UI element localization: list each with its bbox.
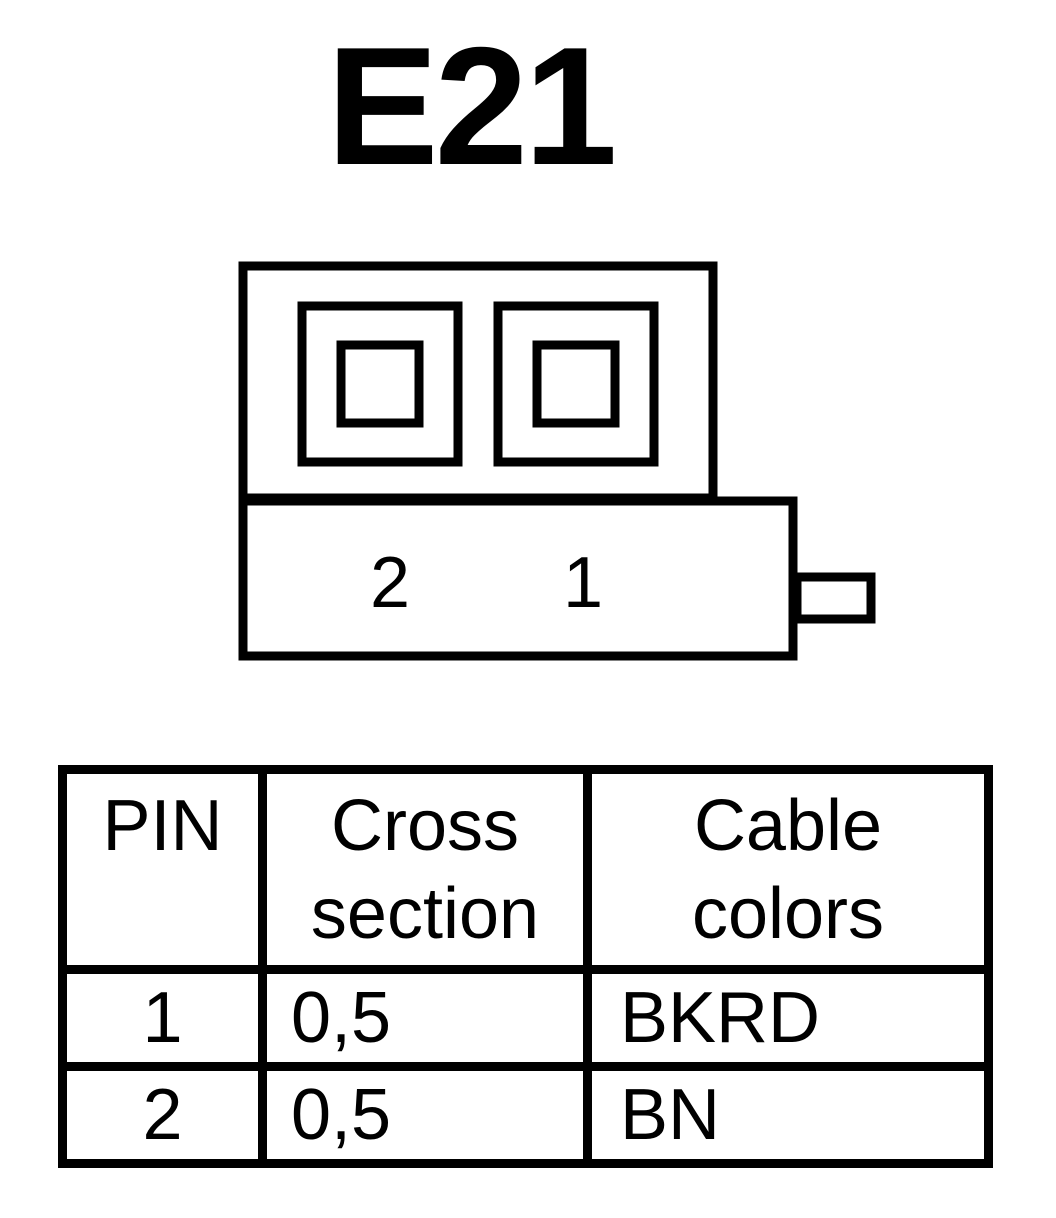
pin-cavity-2-inner xyxy=(336,340,424,428)
cell-pin: 1 xyxy=(58,965,267,1071)
cell-cross-section: 0,5 xyxy=(258,965,592,1071)
connector-latch xyxy=(792,572,876,624)
pin-cavity-1-inner xyxy=(532,340,620,428)
table-row: 1 0,5 BKRD xyxy=(58,965,993,1071)
table-header-row: PIN Cross section Cable colors xyxy=(58,765,993,974)
header-cross-section: Cross section xyxy=(258,765,592,974)
cell-pin: 2 xyxy=(58,1062,267,1168)
pin-label-2: 2 xyxy=(370,543,410,623)
header-cable-colors: Cable colors xyxy=(583,765,993,974)
table-row: 2 0,5 BN xyxy=(58,1062,993,1168)
header-cable-colors-line-2: colors xyxy=(691,874,885,954)
header-cross-section-line-2: section xyxy=(310,874,540,954)
connector-housing-bottom xyxy=(238,496,798,661)
cell-cable-color: BKRD xyxy=(583,965,993,1071)
pin-label-1: 1 xyxy=(563,543,603,623)
header-pin: PIN xyxy=(58,765,267,974)
pin-assignment-table: PIN Cross section Cable colors 1 0,5 BKR… xyxy=(58,765,993,1168)
connector-title: E21 xyxy=(326,12,618,200)
header-pin-label: PIN xyxy=(102,786,223,866)
header-cross-section-line-1: Cross xyxy=(330,786,519,866)
pin-cavity-2-outer xyxy=(297,301,463,467)
cell-cross-section: 0,5 xyxy=(258,1062,592,1168)
connector-diagram: 2 1 xyxy=(238,261,876,661)
header-cable-colors-line-1: Cable xyxy=(693,786,883,866)
pin-cavity-1-outer xyxy=(493,301,659,467)
cell-cable-color: BN xyxy=(583,1062,993,1168)
